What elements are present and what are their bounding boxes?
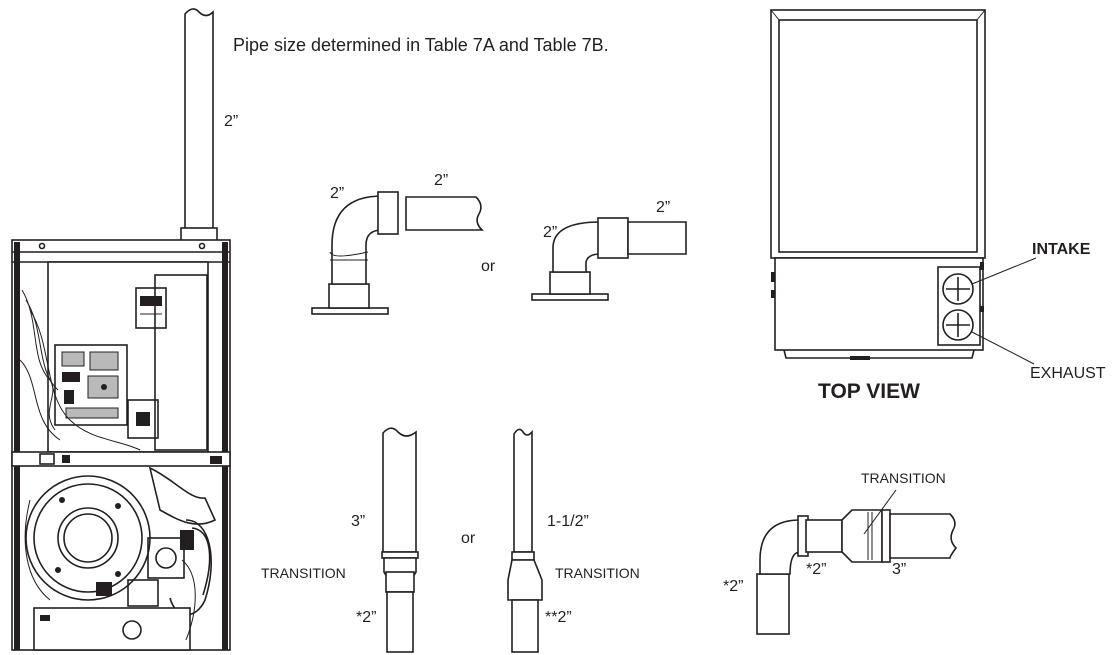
transition-options-separator: or [461, 530, 476, 547]
top-view-title: TOP VIEW [818, 380, 920, 403]
horizontal-transition-leader-line [863, 489, 897, 535]
exhaust-port[interactable] [942, 309, 974, 341]
pipe-size-note: Pipe size determined in Table 7A and Tab… [233, 35, 609, 55]
vertical-1-5in-transition-label: TRANSITION [555, 565, 640, 581]
vertical-1-5in-size-label: 1-1/2” [547, 513, 589, 530]
vertical-3in-size-label: 3” [351, 513, 365, 530]
vertical-1-5in-base-label: **2” [545, 609, 572, 626]
elbow-options-separator: or [481, 258, 496, 275]
exhaust-label: EXHAUST [1030, 365, 1106, 382]
vertical-3in-base-label: *2” [356, 609, 376, 626]
exhaust-leader-line [971, 331, 1035, 365]
vertical-3in-transition-label: TRANSITION [261, 565, 346, 581]
horizontal-elbow-label: *2” [723, 578, 743, 595]
furnace-vent-pipe [180, 8, 218, 243]
horizontal-pipe-label: 3” [892, 561, 906, 578]
vertical-transition-1-5in [507, 428, 543, 653]
furnace-illustration [11, 8, 231, 651]
elbow1-size-label: 2” [330, 185, 344, 202]
top-view-illustration [770, 9, 1037, 365]
pressure-switch [147, 530, 194, 579]
intake-label: INTAKE [1032, 241, 1091, 258]
control-board [54, 344, 128, 426]
elbow2-size-label: 2” [543, 224, 557, 241]
transformer [135, 287, 167, 329]
elbow1-pipe-size-label: 2” [434, 172, 448, 189]
intake-port[interactable] [942, 273, 974, 305]
horizontal-transition [756, 489, 958, 635]
horizontal-mid-label: *2” [806, 561, 826, 578]
furnace-vent-size-label: 2” [224, 113, 238, 130]
gas-valve [33, 607, 191, 651]
vertical-transition-3in [381, 427, 419, 653]
intake-leader-line [971, 257, 1037, 285]
elbow2-pipe-size-label: 2” [656, 199, 670, 216]
elbow-option-2 [531, 217, 687, 301]
elbow-option-1 [311, 191, 484, 315]
horizontal-transition-label: TRANSITION [861, 470, 946, 486]
top-view-upper-cabinet [770, 9, 986, 259]
inducer-blower [24, 475, 151, 601]
